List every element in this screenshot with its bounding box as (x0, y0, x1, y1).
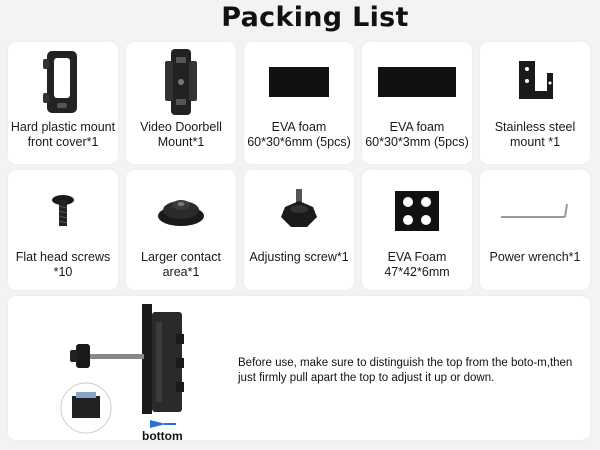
mount-assembly-illustration (60, 304, 184, 434)
item-card-power-wrench: Power wrench*1 (480, 170, 590, 290)
item-label: Flat head screws *10 (15, 250, 111, 279)
item-card-contact-area: Larger contact area*1 (126, 170, 236, 290)
item-card-eva-foam-6mm: EVA foam 60*30*6mm (5pcs) (244, 42, 354, 164)
screw-icon (8, 170, 118, 252)
item-label: Adjusting screw*1 (249, 250, 349, 264)
foam-pad-thin-icon (362, 42, 472, 122)
item-card-doorbell-mount: Video Doorbell Mount*1 (126, 42, 236, 164)
item-label: Larger contact area*1 (141, 250, 221, 279)
front-cover-icon (8, 42, 118, 122)
page-title: Packing List (221, 2, 409, 33)
item-label: Video Doorbell Mount*1 (140, 120, 222, 149)
knob-screw-icon (244, 170, 354, 252)
item-card-eva-foam-square: EVA Foam 47*42*6mm (362, 170, 472, 290)
bottom-label: bottom (142, 429, 183, 443)
foam-pad-icon (244, 42, 354, 122)
usage-note: Before use, make sure to distinguish the… (238, 357, 573, 384)
item-label: Stainless steel mount *1 (494, 120, 576, 149)
item-label: Hard plastic mount front cover*1 (10, 120, 116, 149)
item-card-adjusting-screw: Adjusting screw*1 (244, 170, 354, 290)
item-card-front-cover: Hard plastic mount front cover*1 (8, 42, 118, 164)
contact-pad-icon (126, 170, 236, 252)
item-card-eva-foam-3mm: EVA foam 60*30*3mm (5pcs) (362, 42, 472, 164)
instruction-panel (8, 296, 590, 440)
item-card-flat-screws: Flat head screws *10 (8, 170, 118, 290)
item-label: EVA foam 60*30*3mm (5pcs) (365, 120, 469, 149)
item-label: Power wrench*1 (489, 250, 581, 264)
item-card-steel-mount: Stainless steel mount *1 (480, 42, 590, 164)
hex-wrench-icon (480, 170, 590, 252)
item-label: EVA foam 60*30*6mm (5pcs) (247, 120, 351, 149)
item-label: EVA Foam 47*42*6mm (384, 250, 450, 279)
foam-square-icon (362, 170, 472, 252)
doorbell-mount-icon (126, 42, 236, 122)
steel-bracket-icon (480, 42, 590, 122)
